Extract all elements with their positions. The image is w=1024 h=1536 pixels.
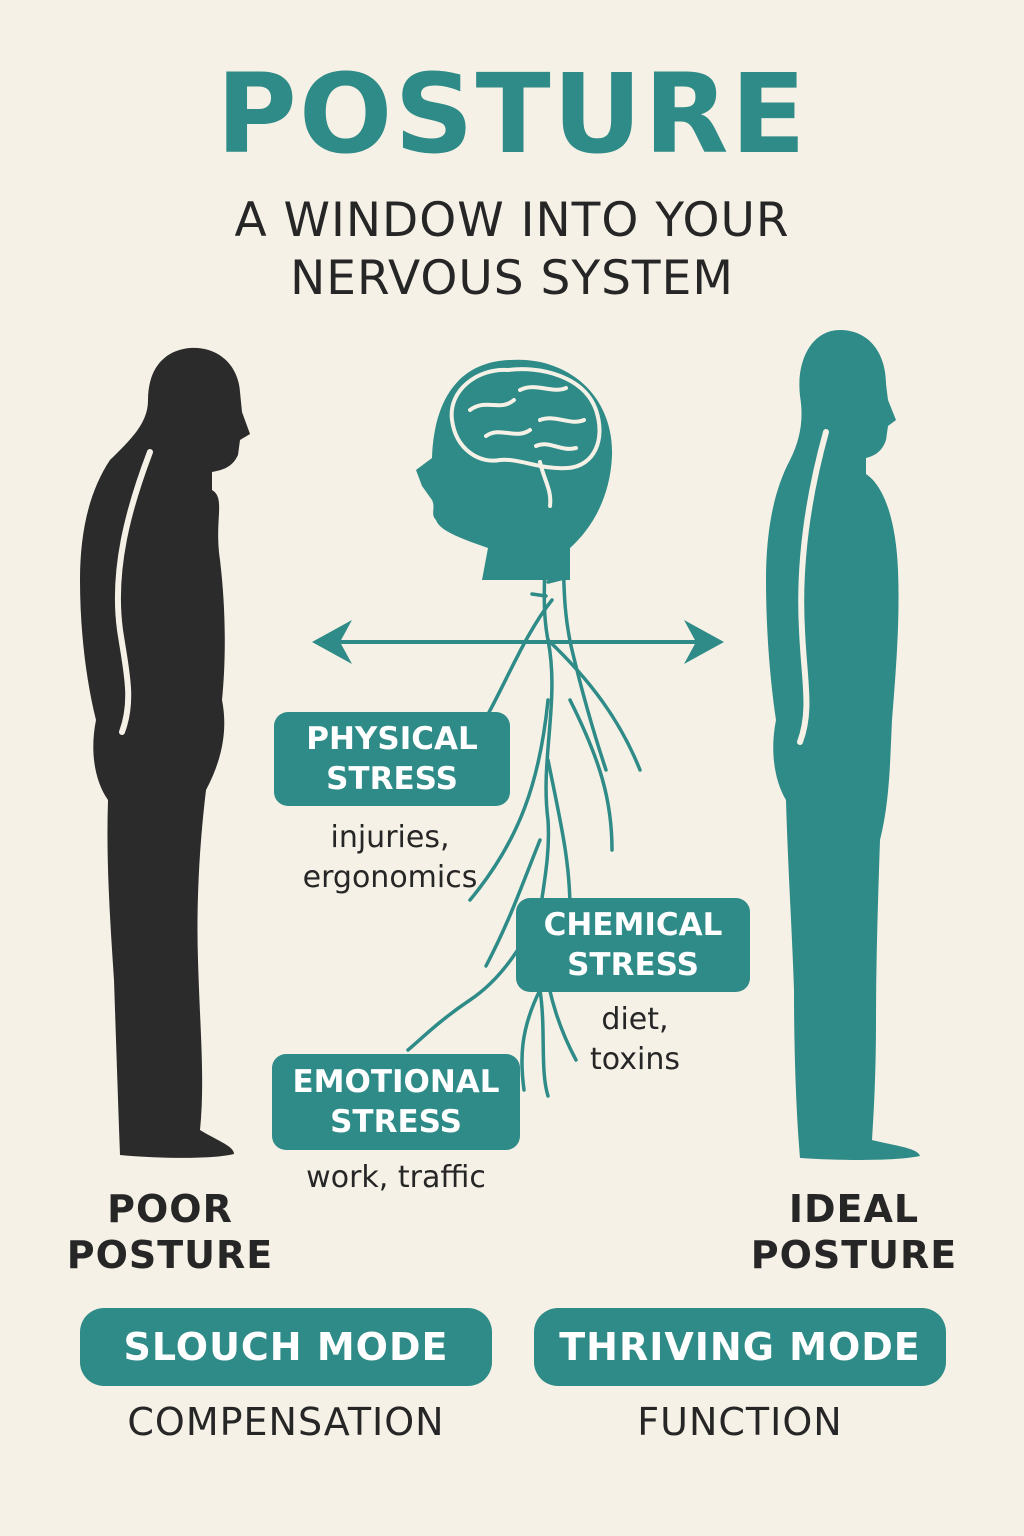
emotional-stress-line-2: STRESS	[330, 1104, 462, 1140]
thriving-mode-badge: THRIVING MODE	[534, 1308, 946, 1386]
ideal-posture-line-1: IDEAL	[788, 1187, 920, 1231]
compensation-label: COMPENSATION	[127, 1400, 445, 1444]
physical-stress-box: PHYSICAL STRESS	[274, 712, 510, 806]
ideal-spine-line	[797, 429, 829, 745]
emotional-stress-box: EMOTIONAL STRESS	[272, 1054, 520, 1150]
physical-desc-line-1: injuries,	[330, 820, 450, 855]
emotional-stress-line-1: EMOTIONAL	[292, 1064, 500, 1100]
subtitle-line-1: A WINDOW INTO YOUR	[234, 193, 790, 248]
slouch-mode-badge: SLOUCH MODE	[80, 1308, 492, 1386]
physical-desc-line-2: ergonomics	[302, 860, 478, 895]
poor-posture-line-1: POOR	[107, 1187, 233, 1231]
ideal-posture-label: IDEAL POSTURE	[724, 1186, 984, 1278]
physical-stress-description: injuries, ergonomics	[270, 818, 510, 898]
brain-head-icon	[416, 359, 613, 580]
poor-posture-label: POOR POSTURE	[40, 1186, 300, 1278]
physical-stress-line-1: PHYSICAL	[306, 721, 478, 757]
chemical-stress-box: CHEMICAL STRESS	[516, 898, 750, 992]
page-subtitle: A WINDOW INTO YOUR NERVOUS SYSTEM	[0, 192, 1024, 308]
double-arrow-icon	[312, 620, 724, 664]
poor-posture-line-2: POSTURE	[66, 1233, 274, 1277]
page-title: POSTURE	[216, 50, 808, 178]
chemical-stress-line-2: STRESS	[567, 947, 699, 983]
physical-stress-line-2: STRESS	[326, 761, 458, 797]
chemical-desc-line-2: toxins	[590, 1042, 680, 1077]
poor-posture-silhouette	[80, 347, 250, 1158]
ideal-posture-silhouette	[766, 330, 920, 1160]
ideal-posture-line-2: POSTURE	[750, 1233, 958, 1277]
emotional-desc-line-1: work, traffic	[306, 1160, 486, 1195]
chemical-stress-description: diet, toxins	[560, 1000, 710, 1080]
chemical-desc-line-1: diet,	[601, 1002, 669, 1037]
emotional-stress-description: work, traffic	[272, 1158, 520, 1198]
function-label: FUNCTION	[637, 1400, 843, 1444]
poor-spine-line	[114, 449, 153, 735]
subtitle-line-2: NERVOUS SYSTEM	[290, 251, 734, 306]
chemical-stress-line-1: CHEMICAL	[543, 907, 723, 943]
